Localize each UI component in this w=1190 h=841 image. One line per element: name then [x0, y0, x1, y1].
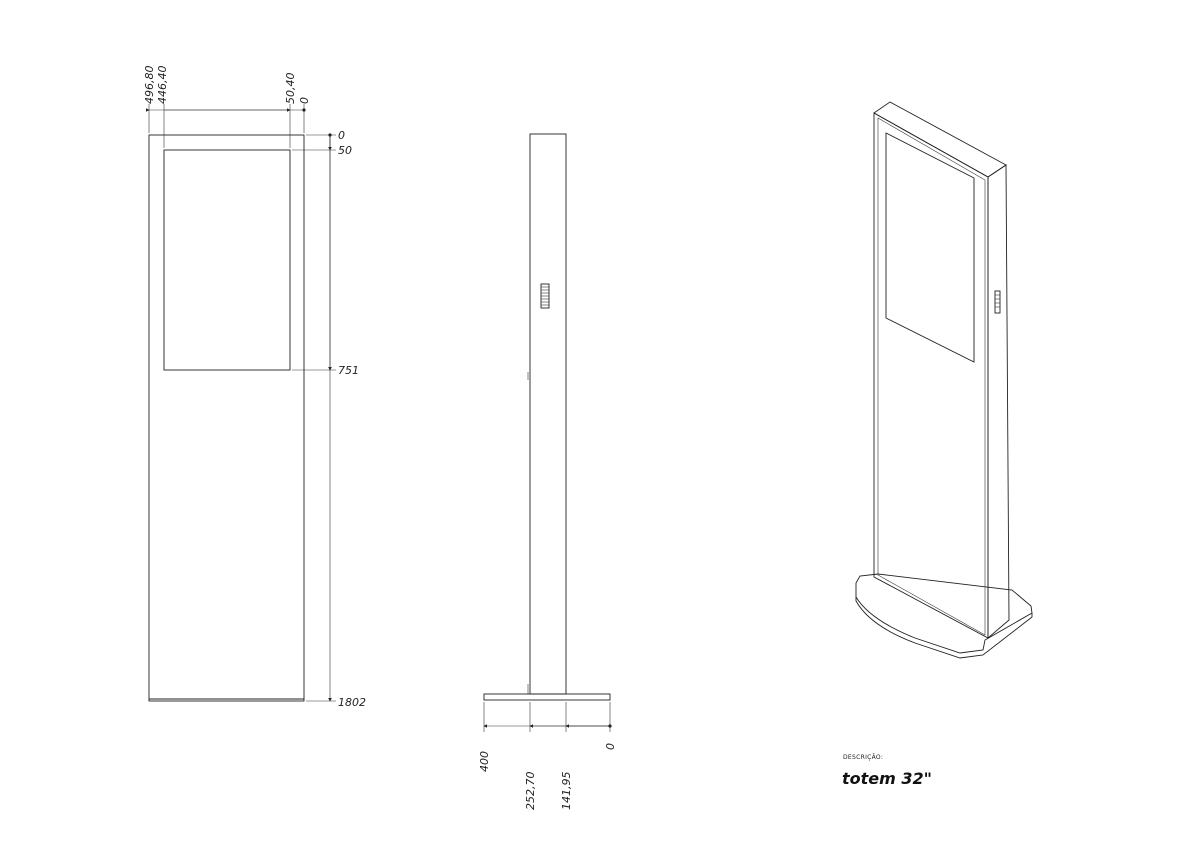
iso-base-edge	[855, 597, 1033, 659]
iso-base-top	[855, 573, 1033, 654]
dim-label: 400	[478, 751, 491, 772]
dim-label: 751	[338, 364, 359, 377]
dim-label: 50	[338, 144, 352, 157]
iso-side-face	[987, 164, 1010, 639]
iso-screen	[885, 132, 975, 363]
origin-dot	[302, 108, 306, 112]
description-label: DESCRIÇÃO:	[843, 754, 884, 761]
dim-label: 50,40	[284, 73, 297, 105]
front-body-outline	[148, 134, 305, 702]
description-value: totem 32"	[842, 769, 932, 788]
iso-vent-grille	[994, 290, 1001, 314]
dim-label: 0	[604, 743, 617, 750]
front-screen-outline	[163, 149, 291, 371]
side-base-plate	[483, 693, 611, 701]
isometric-view	[855, 101, 1033, 659]
front-view: 496,80 446,40 50,40 0 0 50 751 1802	[143, 66, 366, 710]
dim-label: 496,80	[143, 66, 156, 105]
origin-dot	[608, 724, 612, 728]
dim-label: 0	[298, 97, 311, 104]
dim-label: 141,95	[560, 772, 573, 811]
dim-label: 446,40	[156, 66, 169, 105]
dim-label: 252,70	[524, 772, 537, 811]
origin-dot	[328, 133, 332, 137]
side-view: 400 252,70 141,95 0	[478, 133, 617, 811]
iso-front-face	[873, 112, 989, 639]
side-vent-slots	[541, 286, 549, 306]
side-body-outline	[529, 133, 567, 695]
iso-vent-slots	[995, 294, 1000, 308]
dim-label: 0	[338, 129, 345, 142]
iso-front-bezel	[877, 117, 986, 636]
iso-top-face	[873, 101, 1007, 178]
dim-label: 1802	[338, 696, 366, 709]
